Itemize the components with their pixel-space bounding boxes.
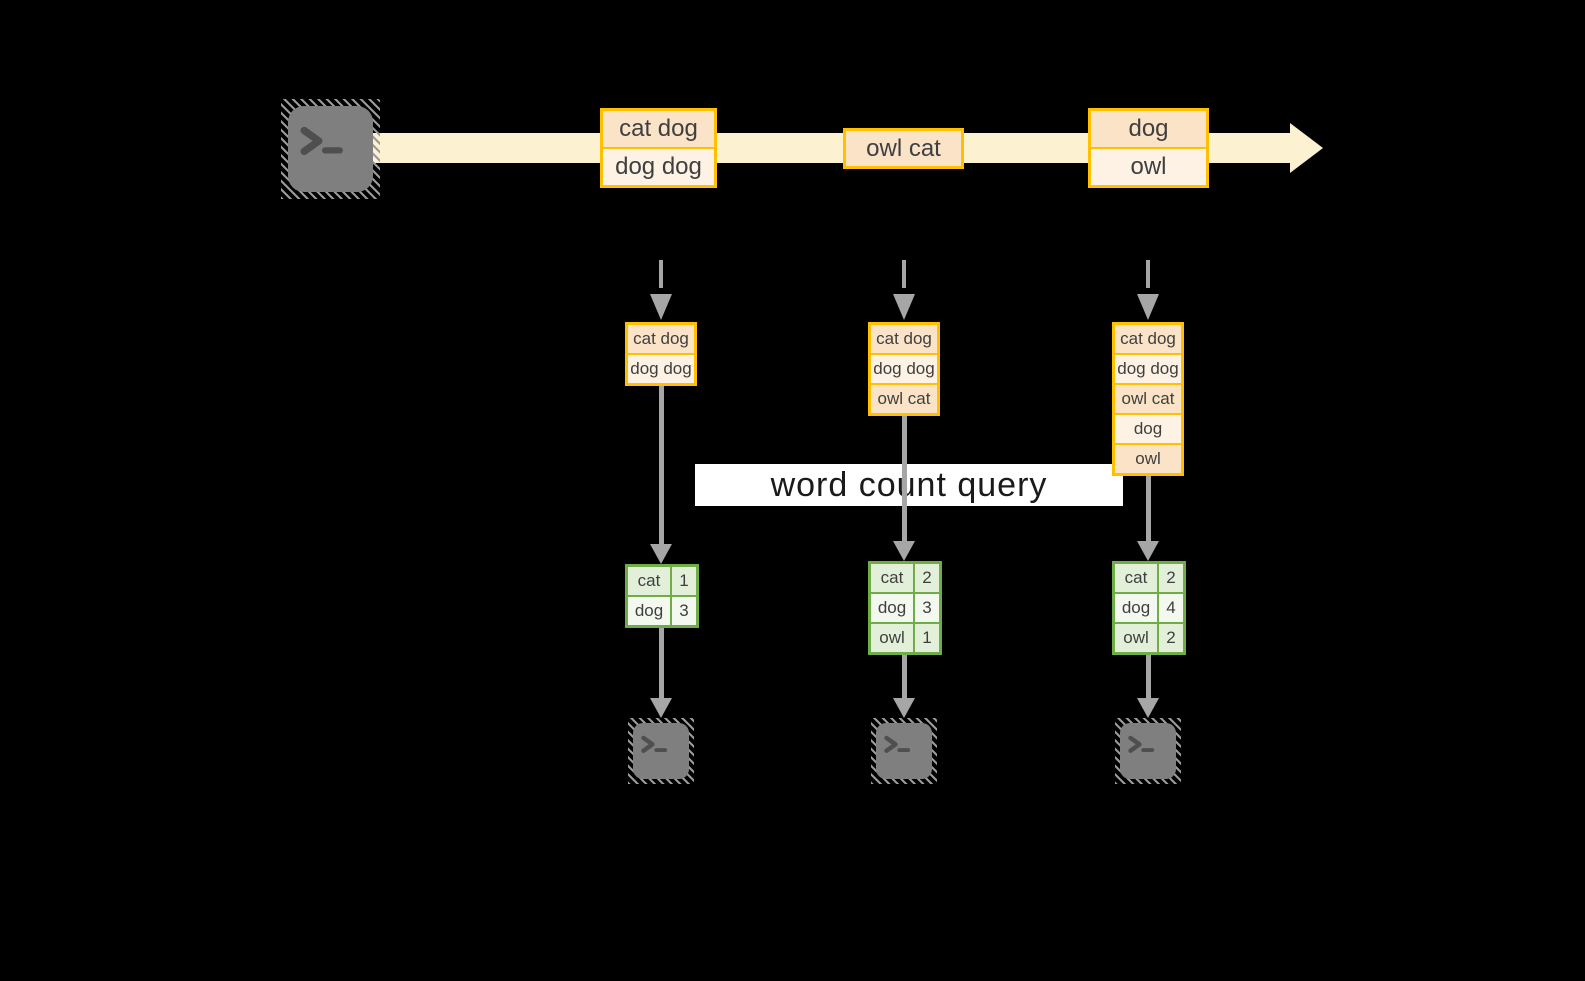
flow-arrowhead-icon <box>893 541 915 561</box>
partition-arrowhead-icon <box>1137 294 1159 320</box>
buffer-line: owl <box>1115 443 1181 473</box>
worker1-buffer-box: cat dog dog dog <box>625 322 697 386</box>
partition-arrow-dash <box>1146 260 1150 288</box>
flow-arrowhead-icon <box>1137 698 1159 718</box>
flow-arrowhead-icon <box>1137 541 1159 561</box>
worker3-count-table: cat 2 dog 4 owl 2 <box>1112 561 1186 655</box>
flow-arrowhead-icon <box>650 544 672 564</box>
count-cell: 3 <box>679 601 689 620</box>
buffer-line: dog dog <box>871 353 937 383</box>
source-terminal-icon <box>281 99 380 199</box>
terminal-window <box>1120 723 1176 779</box>
count-row: dog 3 <box>628 595 696 625</box>
worker3-buffer-box: cat dog dog dog owl cat dog owl <box>1112 322 1184 476</box>
count-cell: 1 <box>679 571 689 590</box>
terminal-window <box>876 723 932 779</box>
word-cell: dog <box>628 597 672 625</box>
terminal-prompt-icon <box>1128 735 1155 753</box>
worker2-count-table: cat 2 dog 3 owl 1 <box>868 561 942 655</box>
word-cell: cat <box>628 567 672 595</box>
count-row: owl 2 <box>1115 622 1183 652</box>
sink-terminal-icon <box>1115 718 1181 784</box>
flow-arrowhead-icon <box>650 698 672 718</box>
buffer-line: dog <box>1115 413 1181 443</box>
count-row: cat 2 <box>871 564 939 592</box>
buffer-line: cat dog <box>1115 325 1181 353</box>
partition-arrow-dash <box>902 260 906 288</box>
count-cell: 2 <box>1166 568 1176 587</box>
flow-arrow <box>659 628 664 698</box>
count-row: cat 2 <box>1115 564 1183 592</box>
terminal-window <box>288 106 373 192</box>
buffer-line: owl cat <box>871 383 937 413</box>
partition-arrowhead-icon <box>893 294 915 320</box>
buffer-line: owl cat <box>1115 383 1181 413</box>
word-cell: cat <box>1115 564 1159 592</box>
stream-event-line: dog dog <box>603 147 714 185</box>
count-row: dog 3 <box>871 592 939 622</box>
word-cell: owl <box>871 624 915 652</box>
partition-arrow-dash <box>659 260 663 288</box>
count-cell: 2 <box>922 568 932 587</box>
query-label: word count query <box>695 464 1123 506</box>
buffer-line: cat dog <box>628 325 694 353</box>
terminal-prompt-icon <box>641 735 668 753</box>
count-cell: 4 <box>1166 598 1176 617</box>
stream-event-line: cat dog <box>603 111 714 147</box>
count-row: dog 4 <box>1115 592 1183 622</box>
word-cell: dog <box>1115 594 1159 622</box>
stream-event-box-3: dog owl <box>1088 108 1209 188</box>
terminal-prompt-icon <box>300 126 343 156</box>
count-cell: 1 <box>922 628 932 647</box>
stream-event-line: owl <box>1091 147 1206 185</box>
flow-arrow <box>1146 476 1151 541</box>
flow-arrow <box>1146 655 1151 698</box>
worker2-buffer-box: cat dog dog dog owl cat <box>868 322 940 416</box>
terminal-prompt-icon <box>884 735 911 753</box>
flow-arrowhead-icon <box>893 698 915 718</box>
terminal-window <box>633 723 689 779</box>
word-cell: dog <box>871 594 915 622</box>
count-cell: 2 <box>1166 628 1176 647</box>
word-cell: cat <box>871 564 915 592</box>
count-row: owl 1 <box>871 622 939 652</box>
stream-event-box-2: owl cat <box>843 128 964 169</box>
sink-terminal-icon <box>628 718 694 784</box>
buffer-line: dog dog <box>1115 353 1181 383</box>
stream-event-line: dog <box>1091 111 1206 147</box>
word-cell: owl <box>1115 624 1159 652</box>
buffer-line: cat dog <box>871 325 937 353</box>
worker1-count-table: cat 1 dog 3 <box>625 564 699 628</box>
buffer-line: dog dog <box>628 353 694 383</box>
flow-arrow <box>902 416 907 541</box>
stream-event-line: owl cat <box>846 131 961 166</box>
sink-terminal-icon <box>871 718 937 784</box>
partition-arrowhead-icon <box>650 294 672 320</box>
count-row: cat 1 <box>628 567 696 595</box>
count-cell: 3 <box>922 598 932 617</box>
stream-event-box-1: cat dog dog dog <box>600 108 717 188</box>
stream-arrowhead-icon <box>1290 123 1323 173</box>
flow-arrow <box>659 386 664 544</box>
flow-arrow <box>902 655 907 698</box>
